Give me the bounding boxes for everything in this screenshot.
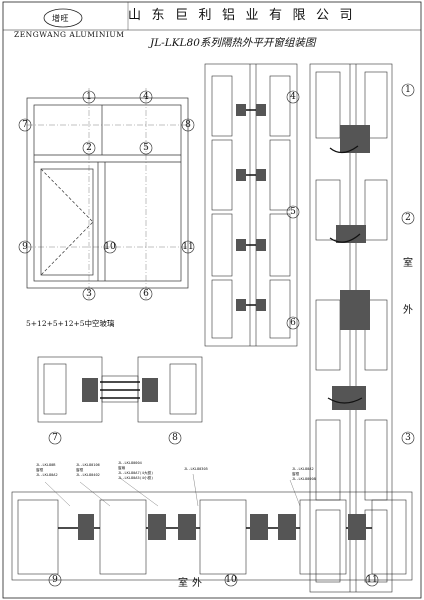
section-marker-7: 7 bbox=[22, 120, 28, 130]
section-1-2-3 bbox=[309, 63, 393, 593]
section-marker-10: 10 bbox=[225, 575, 237, 585]
part-callout-frame-left: JL-LKL80B 窗框 JL-LKL80A2 bbox=[36, 463, 58, 478]
section-7-8 bbox=[37, 356, 203, 423]
section-marker-1: 1 bbox=[86, 92, 92, 102]
window-elevation bbox=[26, 88, 189, 300]
drawing-title: JL-LKL80系列隔热外平开窗组装图 bbox=[150, 37, 316, 49]
section-marker-7: 7 bbox=[52, 433, 58, 443]
outdoor-label-right: 室外 bbox=[403, 258, 413, 316]
part-name: 窗扇 bbox=[118, 466, 126, 470]
company-name: 山东巨利铝业有限公司 bbox=[128, 8, 364, 23]
part-code: JL-LKL80A2 bbox=[292, 467, 314, 471]
section-marker-3: 3 bbox=[405, 433, 411, 443]
section-9-10-11 bbox=[11, 491, 413, 581]
logo-caption: ZENGWANG ALUMINIUM bbox=[14, 30, 125, 39]
section-marker-4: 4 bbox=[290, 92, 296, 102]
part-callout-frame-right: JL-LKL80A2 窗框 JL-LKL80008 bbox=[292, 467, 316, 482]
part-callout-mullion: JL-LKL80305 bbox=[184, 467, 208, 472]
section-marker-2: 2 bbox=[86, 143, 92, 153]
section-marker-4: 4 bbox=[143, 92, 149, 102]
part-code: JL-LKL80A7(4大梃) bbox=[118, 471, 154, 475]
section-marker-9: 9 bbox=[22, 242, 28, 252]
section-marker-8: 8 bbox=[172, 433, 178, 443]
part-code: JL-LKL80305 bbox=[184, 467, 208, 471]
part-code: JL-LKL80402 bbox=[76, 473, 100, 477]
part-code: JL-LKL80004 bbox=[118, 461, 142, 465]
part-code: JL-LKL80106 bbox=[76, 463, 100, 467]
part-code: JL-LKL80B bbox=[36, 463, 56, 467]
section-4-5-6 bbox=[204, 63, 298, 347]
part-name: 窗框 bbox=[76, 468, 84, 472]
outdoor-label-bottom: 室外 bbox=[178, 578, 206, 589]
section-marker-11: 11 bbox=[182, 242, 194, 252]
section-marker-1: 1 bbox=[405, 85, 411, 95]
part-code: JL-LKL80A2 bbox=[36, 473, 58, 477]
logo-text: 增旺 bbox=[52, 14, 69, 23]
section-marker-9: 9 bbox=[52, 575, 58, 585]
part-callout-sash: JL-LKL80004 窗扇 JL-LKL80A7(4大梃) JL-LKL80A… bbox=[118, 461, 153, 481]
part-name: 窗框 bbox=[36, 468, 44, 472]
part-leader-lines bbox=[44, 473, 301, 507]
part-name: 窗框 bbox=[292, 472, 300, 476]
part-callout-frame-mid: JL-LKL80106 窗框 JL-LKL80402 bbox=[76, 463, 100, 478]
glass-spec-note: 5+12+5+12+5中空玻璃 bbox=[26, 319, 115, 328]
section-marker-6: 6 bbox=[290, 318, 296, 328]
part-code: JL-LKL80008 bbox=[292, 477, 316, 481]
section-marker-5: 5 bbox=[143, 143, 149, 153]
part-code: JL-LKL80A5(4小梃) bbox=[118, 476, 154, 480]
section-marker-2: 2 bbox=[405, 213, 411, 223]
section-marker-8: 8 bbox=[185, 120, 191, 130]
section-marker-circles bbox=[18, 83, 415, 587]
logo-badge bbox=[43, 8, 83, 28]
section-marker-11: 11 bbox=[366, 575, 378, 585]
section-marker-3: 3 bbox=[86, 289, 92, 299]
section-marker-10: 10 bbox=[104, 242, 116, 252]
section-marker-6: 6 bbox=[143, 289, 149, 299]
section-marker-5: 5 bbox=[290, 207, 296, 217]
